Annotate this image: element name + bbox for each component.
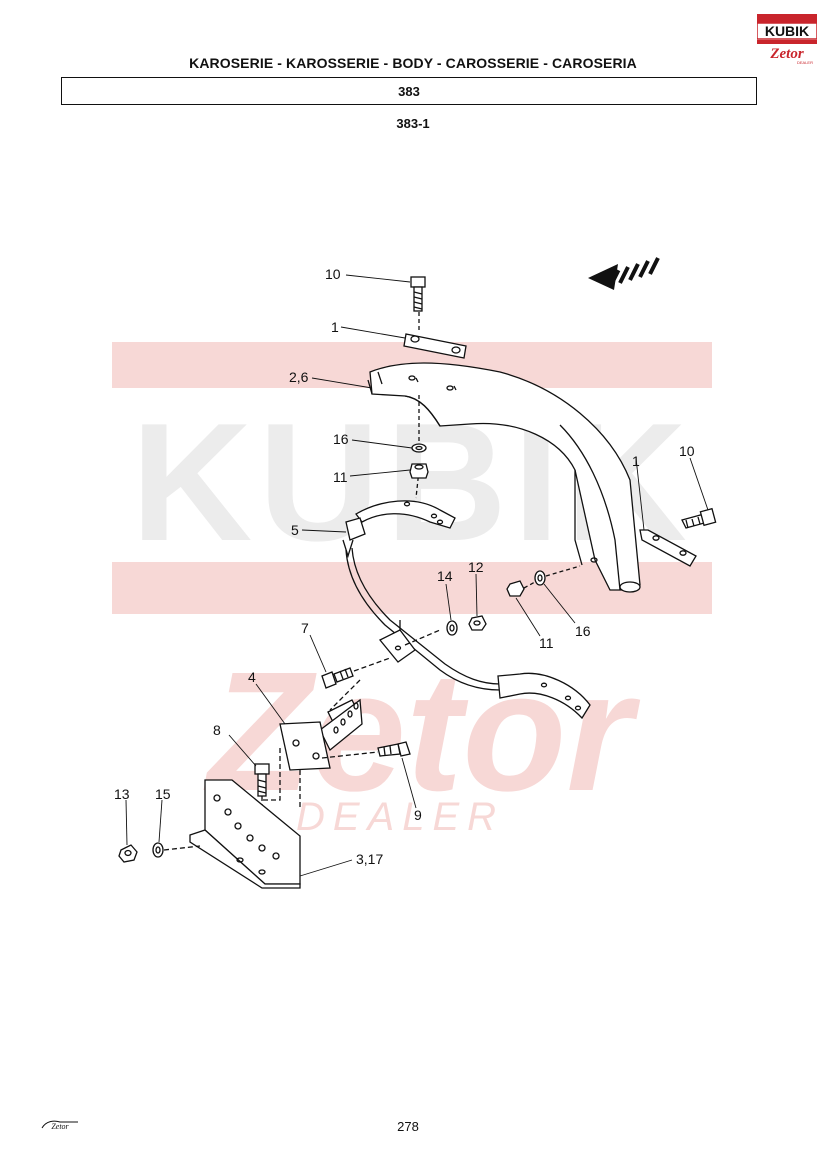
mounting-bracket-4 bbox=[279, 698, 363, 771]
logo-sub-text: DEALER bbox=[797, 60, 813, 65]
kubik-zetor-logo: KUBIK Zetor DEALER bbox=[757, 14, 817, 65]
section-number: 383 bbox=[398, 83, 420, 99]
logo-top-text: KUBIK bbox=[765, 23, 809, 39]
clamp-plate-top bbox=[403, 333, 467, 359]
callout-11-upper: 11 bbox=[333, 469, 348, 485]
watermark-sub: DEALER bbox=[296, 795, 504, 839]
rear-fender bbox=[367, 362, 641, 593]
nut-right bbox=[506, 580, 525, 597]
callout-1-right: 1 bbox=[632, 453, 640, 469]
page-title: KAROSERIE - KAROSSERIE - BODY - CAROSSER… bbox=[189, 55, 637, 71]
callout-5: 5 bbox=[291, 522, 299, 538]
bolt-7 bbox=[321, 667, 354, 689]
washer-15 bbox=[152, 842, 164, 858]
watermark-brand: Zetor bbox=[204, 637, 641, 827]
footer-brand-text: Zetor bbox=[51, 1122, 69, 1131]
nut-upper bbox=[409, 463, 429, 479]
callout-16-upper: 16 bbox=[333, 431, 349, 447]
clamp-plate-right bbox=[639, 529, 697, 567]
callout-16-right: 16 bbox=[575, 623, 591, 639]
mounting-plate-3-17 bbox=[189, 779, 301, 889]
callout-10-right: 10 bbox=[679, 443, 695, 459]
callout-12: 12 bbox=[468, 559, 484, 575]
washer-14 bbox=[446, 620, 458, 636]
footer-brand-logo: Zetor bbox=[41, 1120, 78, 1131]
bolt-right bbox=[681, 507, 717, 529]
callout-11-right: 11 bbox=[539, 635, 554, 651]
support-bracket bbox=[342, 500, 591, 720]
callout-8: 8 bbox=[213, 722, 221, 738]
callout-15: 15 bbox=[155, 786, 171, 802]
logo-brand-text: Zetor bbox=[769, 46, 803, 62]
callout-14: 14 bbox=[437, 568, 453, 584]
callout-9: 9 bbox=[414, 807, 422, 823]
washer-upper bbox=[411, 443, 427, 453]
washer-right bbox=[534, 570, 546, 586]
callout-4: 4 bbox=[248, 669, 256, 685]
figure-number: 383-1 bbox=[396, 116, 430, 131]
nut-13 bbox=[118, 844, 138, 863]
callout-10-top: 10 bbox=[325, 266, 341, 282]
nut-12 bbox=[468, 615, 487, 631]
page-number: 278 bbox=[397, 1119, 419, 1134]
callout-1-top: 1 bbox=[331, 319, 339, 335]
callout-3-17: 3,17 bbox=[356, 851, 383, 867]
callout-7: 7 bbox=[301, 620, 309, 636]
section-number-box: 383 bbox=[61, 77, 757, 105]
direction-arrow-icon bbox=[588, 257, 660, 290]
callout-2-6: 2,6 bbox=[289, 369, 309, 385]
bolt-9 bbox=[377, 741, 411, 757]
callout-13: 13 bbox=[114, 786, 130, 802]
bolt-top bbox=[410, 276, 426, 312]
callout-leaders bbox=[125, 274, 709, 877]
